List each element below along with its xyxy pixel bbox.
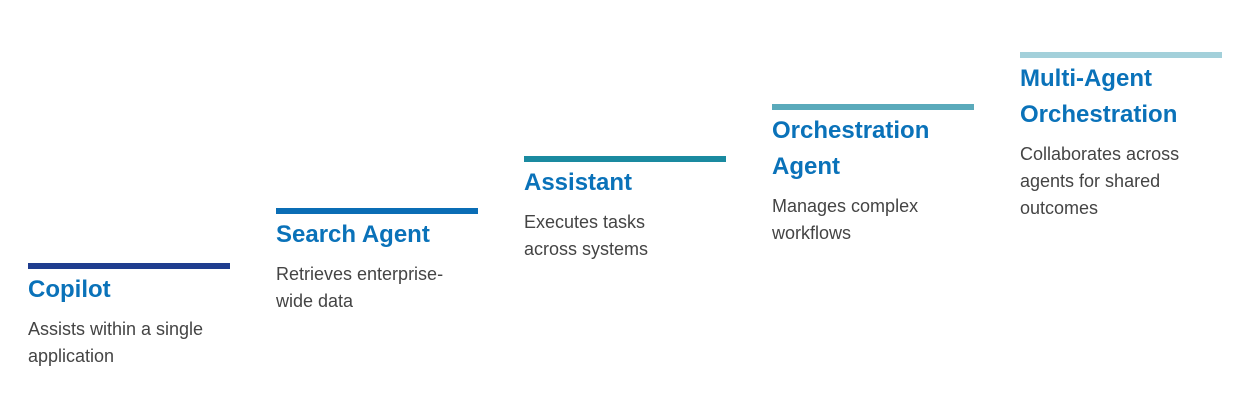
step-bar	[276, 208, 478, 214]
step-search-agent: Search Agent Retrieves enterprise-wide d…	[276, 208, 478, 315]
step-copilot: Copilot Assists within a single applicat…	[28, 263, 230, 370]
step-description: Manages complex workflows	[772, 196, 919, 243]
step-bar	[772, 104, 974, 110]
step-orchestration-agent: Orchestration Agent Manages complex work…	[772, 104, 974, 247]
step-title: Orchestration Agent	[772, 117, 930, 180]
step-bar	[28, 263, 230, 269]
step-title: Multi-Agent Orchestration	[1020, 65, 1178, 128]
step-bar	[524, 156, 726, 162]
step-description: Collaborates across agents for shared ou…	[1020, 144, 1180, 218]
step-description: Executes tasks across systems	[524, 212, 649, 259]
step-multi-agent-orchestration: Multi-Agent Orchestration Collaborates a…	[1020, 52, 1222, 222]
step-title: Assistant	[524, 169, 633, 196]
step-title: Search Agent	[276, 221, 430, 248]
step-description: Assists within a single application	[28, 319, 204, 366]
step-bar	[1020, 52, 1222, 58]
step-assistant: Assistant Executes tasks across systems	[524, 156, 726, 263]
step-title: Copilot	[28, 276, 111, 303]
step-description: Retrieves enterprise-wide data	[276, 264, 444, 311]
